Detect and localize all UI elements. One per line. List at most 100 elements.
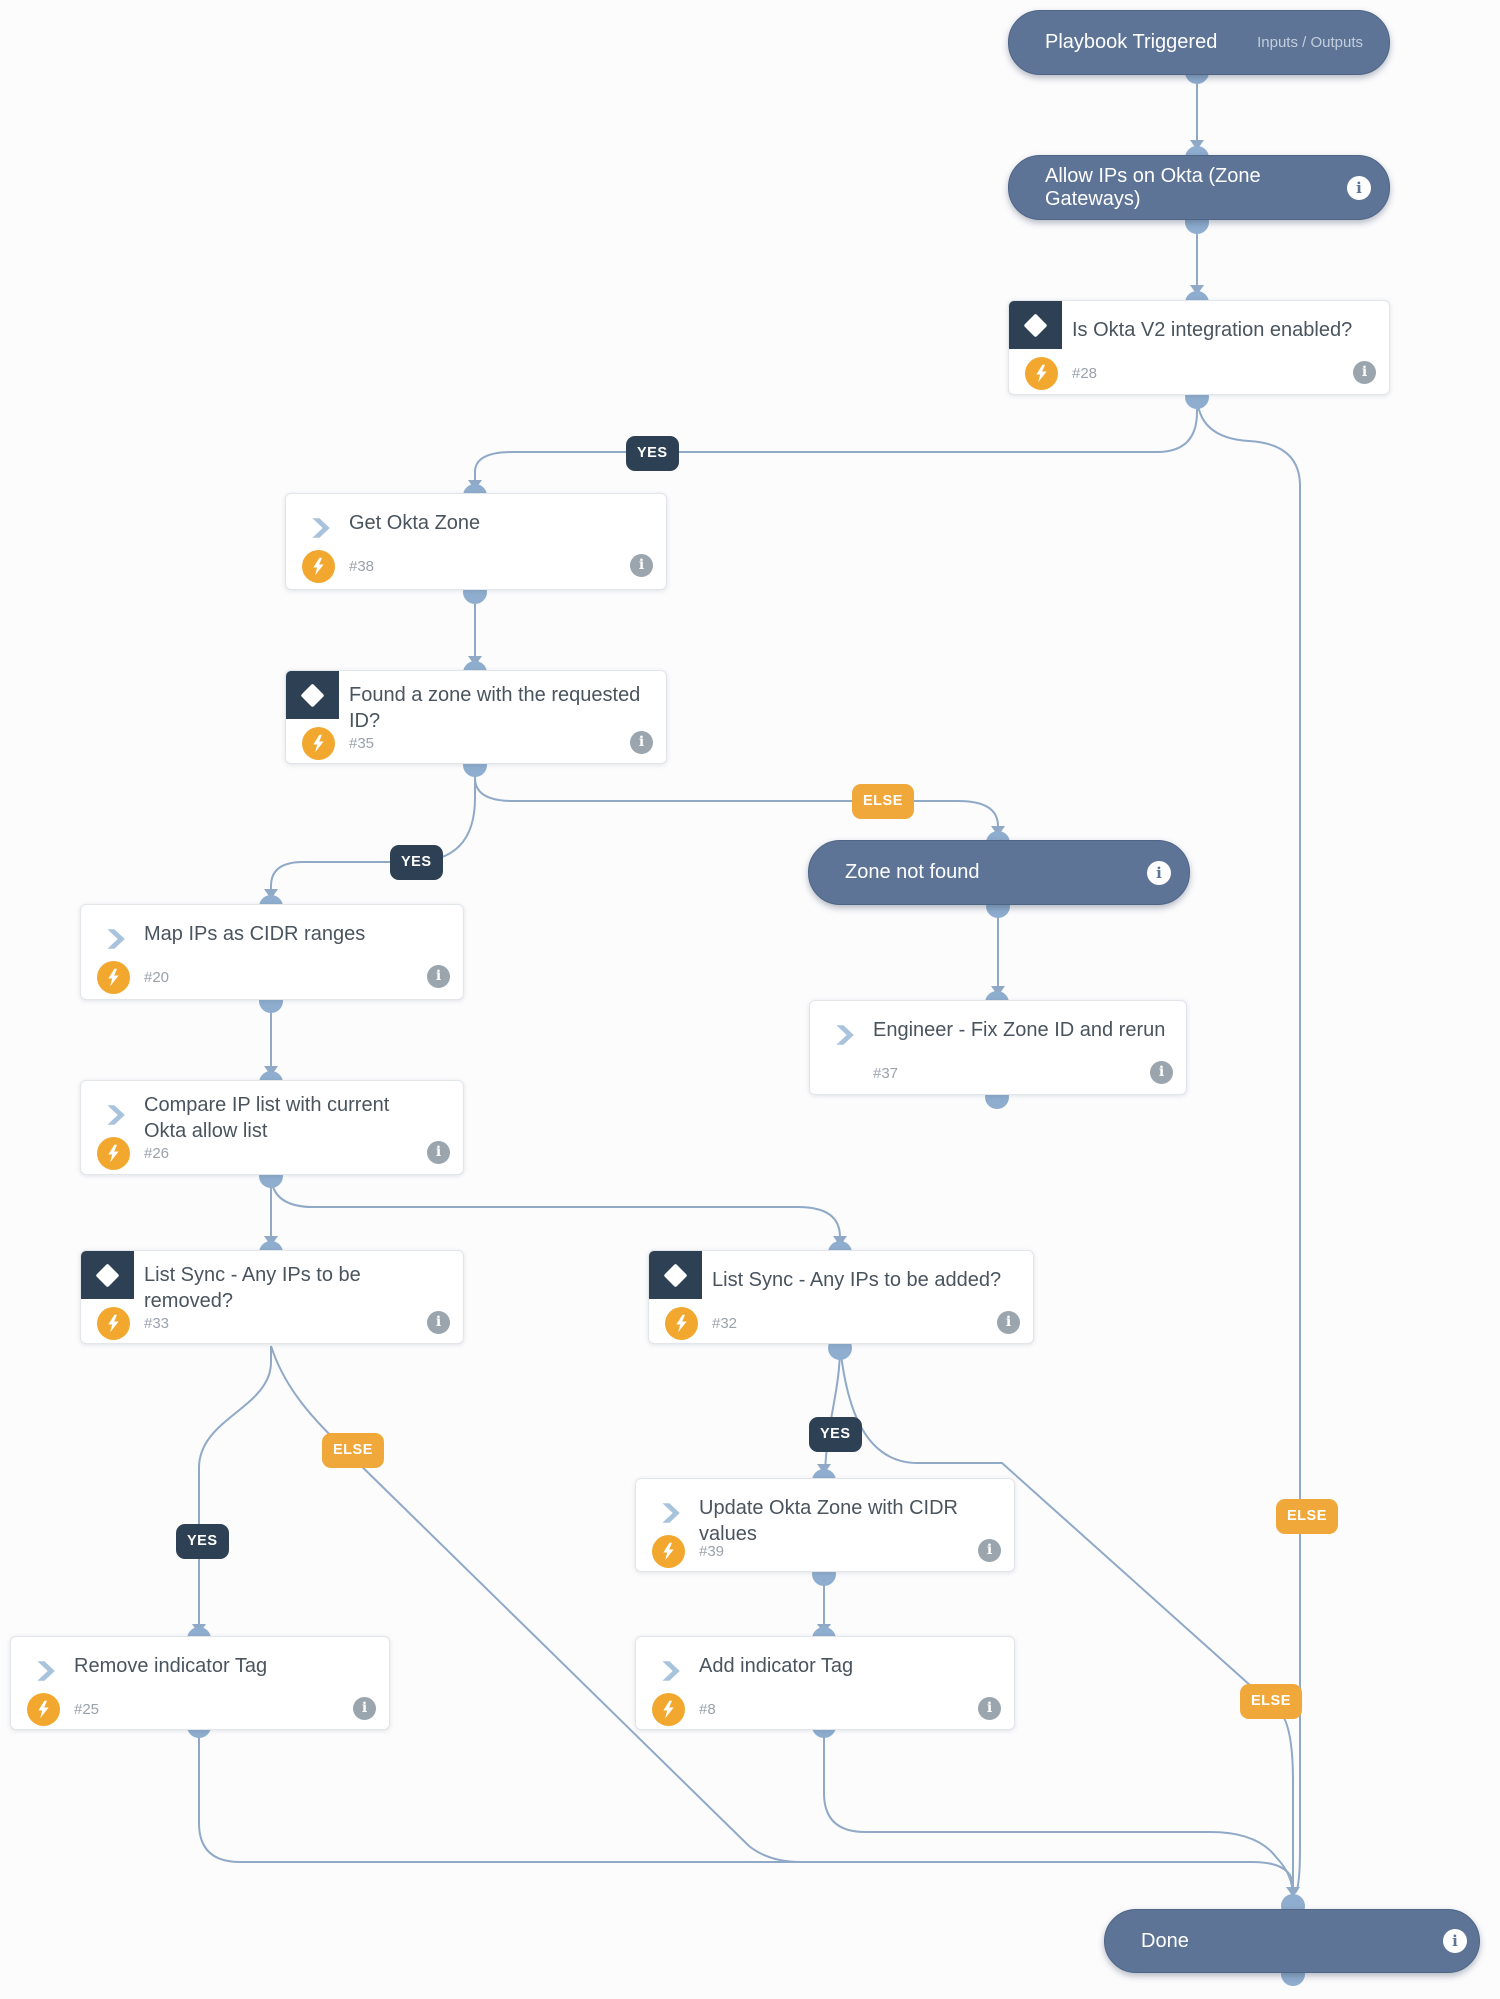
node-title: Compare IP list with current Okta allow … (144, 1094, 390, 1142)
task-number: #35 (349, 735, 375, 752)
diamond-icon (663, 1262, 688, 1288)
task-number: #33 (144, 1315, 170, 1332)
task-chevron-icon (662, 1661, 680, 1681)
node-title: List Sync - Any IPs to be removed? (144, 1264, 361, 1312)
edge (474, 394, 1198, 488)
info-icon[interactable]: i (978, 1539, 1001, 1562)
node-engineer-fix-zone[interactable]: Engineer - Fix Zone ID and rerun #37 i (809, 1000, 1187, 1095)
edge (823, 1727, 1293, 1888)
node-done[interactable]: Done i (1104, 1909, 1480, 1973)
edge-label-else: ELSE (852, 784, 914, 819)
info-icon[interactable]: i (630, 731, 653, 754)
task-chevron-icon (37, 1661, 55, 1681)
automation-bolt-icon (97, 961, 130, 994)
task-number: #32 (712, 1315, 738, 1332)
info-icon[interactable]: i (630, 554, 653, 577)
info-icon[interactable]: i (427, 1311, 450, 1334)
task-chevron-icon (312, 518, 330, 538)
node-title: Allow IPs on Okta (Zone Gateways) (1045, 164, 1261, 210)
info-icon[interactable]: i (997, 1311, 1020, 1334)
node-title: Done (1141, 1929, 1189, 1952)
node-title: Add indicator Tag (699, 1655, 854, 1677)
edge-label-yes: YES (626, 436, 679, 471)
node-title: Get Okta Zone (349, 512, 481, 534)
automation-bolt-icon (27, 1693, 60, 1726)
node-cond-found-zone[interactable]: Found a zone with the requested ID? #35 … (285, 670, 667, 764)
task-chevron-icon (836, 1025, 854, 1045)
info-icon[interactable]: i (1353, 361, 1376, 384)
automation-bolt-icon (97, 1307, 130, 1340)
automation-bolt-icon (1025, 357, 1058, 390)
info-icon[interactable]: i (427, 965, 450, 988)
task-chevron-icon (662, 1503, 680, 1523)
automation-bolt-icon (665, 1307, 698, 1340)
edge (198, 1346, 272, 1633)
edge-label-yes: YES (809, 1417, 862, 1452)
node-get-okta-zone[interactable]: Get Okta Zone #38 i (285, 493, 667, 590)
task-number: #37 (873, 1065, 899, 1082)
node-title: List Sync - Any IPs to be added? (712, 1269, 1002, 1291)
task-number: #39 (699, 1543, 725, 1560)
info-icon[interactable]: i (1150, 1061, 1173, 1084)
condition-icon (649, 1251, 702, 1299)
diamond-icon (95, 1262, 120, 1288)
node-title: Playbook Triggered (1045, 31, 1218, 53)
edge (824, 1345, 841, 1474)
node-title: Update Okta Zone with CIDR values (699, 1497, 958, 1545)
automation-bolt-icon (652, 1693, 685, 1726)
automation-bolt-icon (652, 1535, 685, 1568)
node-cond-ips-to-add[interactable]: List Sync - Any IPs to be added? #32 i (648, 1250, 1034, 1344)
edge (270, 1345, 802, 1863)
automation-bolt-icon (302, 550, 335, 583)
node-title: Zone not found (845, 861, 980, 883)
condition-icon (81, 1251, 134, 1299)
inputs-outputs-link[interactable]: Inputs / Outputs (1257, 34, 1363, 51)
node-add-indicator-tag[interactable]: Add indicator Tag #8 i (635, 1636, 1015, 1730)
edge (198, 1727, 1294, 1892)
task-chevron-icon (107, 929, 125, 949)
info-icon[interactable]: i (353, 1697, 376, 1720)
node-title: Remove indicator Tag (74, 1655, 268, 1677)
node-title: Is Okta V2 integration enabled? (1072, 319, 1353, 341)
node-cond-okta-v2-enabled[interactable]: Is Okta V2 integration enabled? #28 i (1008, 300, 1390, 395)
task-number: #20 (144, 969, 170, 986)
info-icon[interactable]: i (427, 1141, 450, 1164)
diamond-icon (1023, 312, 1048, 338)
info-icon[interactable]: i (1443, 1929, 1467, 1953)
edge-label-yes: YES (390, 845, 443, 880)
edge-label-else: ELSE (1276, 1499, 1338, 1534)
task-number: #25 (74, 1701, 100, 1718)
node-title: Engineer - Fix Zone ID and rerun (873, 1019, 1166, 1041)
node-zone-not-found[interactable]: Zone not found i (808, 840, 1190, 905)
node-update-okta-zone[interactable]: Update Okta Zone with CIDR values #39 i (635, 1478, 1015, 1572)
node-title: Map IPs as CIDR ranges (144, 923, 366, 945)
node-compare-ip-list[interactable]: Compare IP list with current Okta allow … (80, 1080, 464, 1175)
task-number: #8 (699, 1701, 716, 1718)
node-remove-indicator-tag[interactable]: Remove indicator Tag #25 i (10, 1636, 390, 1730)
edge (474, 763, 999, 835)
info-icon[interactable]: i (978, 1697, 1001, 1720)
condition-icon (1009, 301, 1062, 349)
edge (839, 1345, 1294, 1892)
automation-bolt-icon (97, 1137, 130, 1170)
edge (270, 763, 476, 899)
edge (270, 1176, 841, 1245)
node-playbook-triggered[interactable]: Playbook Triggered Inputs / Outputs (1008, 10, 1390, 75)
edge (1196, 393, 1301, 1893)
condition-icon (286, 671, 339, 719)
task-number: #28 (1072, 365, 1098, 382)
info-icon[interactable]: i (1147, 860, 1171, 885)
task-number: #38 (349, 558, 375, 575)
node-allow-ips-okta[interactable]: Allow IPs on Okta (Zone Gateways) i (1008, 155, 1390, 220)
edge-label-else: ELSE (1240, 1684, 1302, 1719)
task-chevron-icon (107, 1105, 125, 1125)
edge-label-yes: YES (176, 1524, 229, 1559)
info-icon[interactable]: i (1347, 175, 1371, 200)
task-number: #26 (144, 1145, 170, 1162)
edge-label-else: ELSE (322, 1433, 384, 1468)
automation-bolt-icon (302, 727, 335, 760)
node-title: Found a zone with the requested ID? (349, 684, 641, 732)
node-cond-ips-to-remove[interactable]: List Sync - Any IPs to be removed? #33 i (80, 1250, 464, 1344)
node-map-ips-cidr[interactable]: Map IPs as CIDR ranges #20 i (80, 904, 464, 1000)
